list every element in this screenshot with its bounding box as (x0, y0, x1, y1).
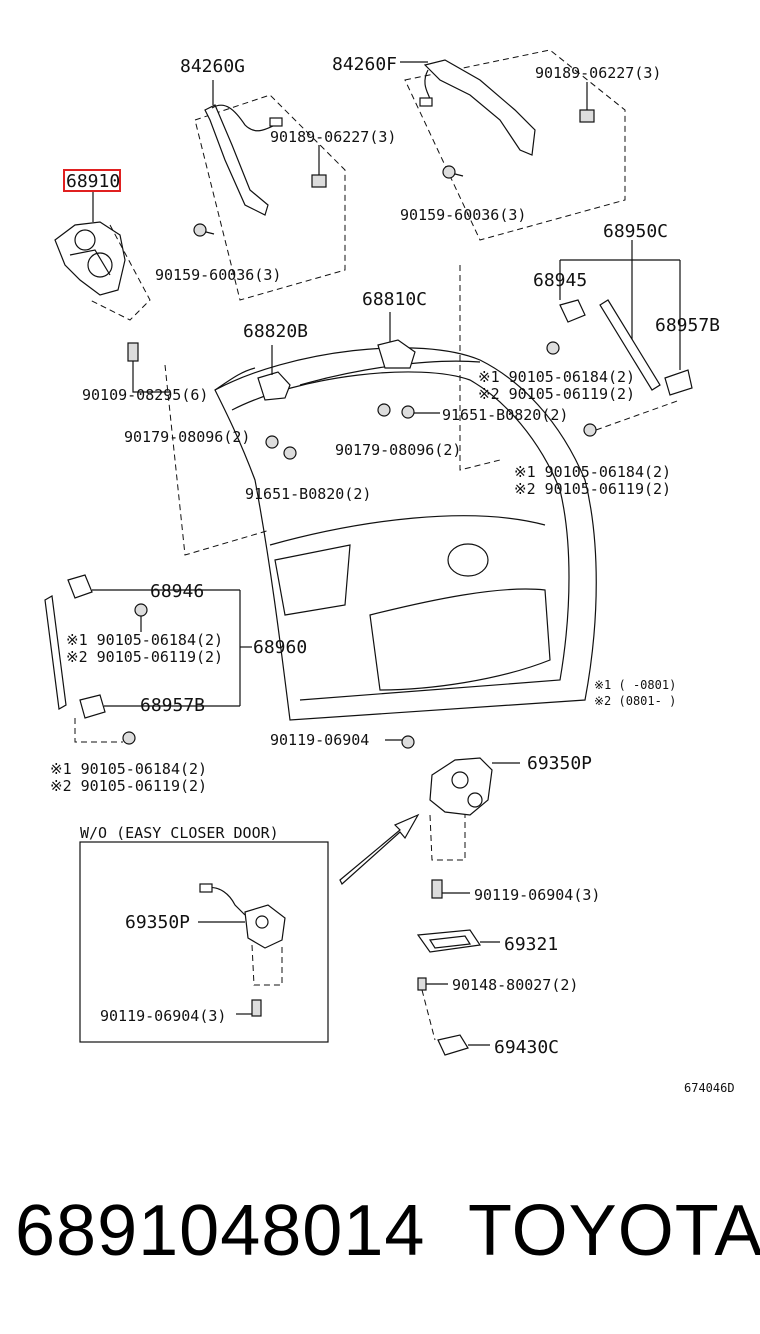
label-90105-b1: ※1 90105-06184(2) (514, 463, 671, 481)
part-68950C-stay (546, 240, 693, 437)
parts-diagram: 84260G 84260F 90189-06227(3) 90189-06227… (44, 49, 735, 1095)
part-69430C-striker (437, 1034, 490, 1056)
label-90109: 90109-08295(6) (82, 386, 208, 404)
label-68957B-right: 68957B (655, 315, 720, 336)
part-84260G (204, 80, 283, 216)
part-68910-lock-assembly (54, 192, 151, 321)
bolt-90109 (127, 342, 170, 393)
label-91651-right: 91651-B0820(2) (442, 406, 568, 424)
label-90179-right: 90179-08096(2) (335, 441, 461, 459)
label-68910: 68910 (66, 171, 120, 192)
label-note-2: ※2 (0801- ) (594, 694, 676, 708)
label-90119-bottom: 90119-06904(3) (474, 886, 600, 904)
label-84260G: 84260G (180, 56, 245, 77)
screw-90148 (417, 977, 427, 991)
part-68910-highlight-box (63, 169, 121, 192)
label-90159-right: 90159-60036(3) (400, 206, 526, 224)
label-90148: 90148-80027(2) (452, 976, 578, 994)
label-68950C: 68950C (603, 221, 668, 242)
label-90159-left: 90159-60036(3) (155, 266, 281, 284)
label-90119-inset: 90119-06904(3) (100, 1007, 226, 1025)
part-69350P-lock (385, 735, 520, 861)
label-91651-left: 91651-B0820(2) (245, 485, 371, 503)
inset-69350P-lock (198, 883, 286, 1017)
label-diagram-code: 674046D (684, 1081, 735, 1095)
part-69321-cover (416, 929, 500, 953)
label-90105-c2: ※2 90105-06119(2) (66, 648, 223, 666)
dashed-frame-top-left (194, 94, 346, 301)
part-84260F (400, 59, 536, 156)
label-wo-easy-closer: W/O (EASY CLOSER DOOR) (80, 824, 279, 842)
nut-90179-left (265, 435, 279, 449)
label-68960: 68960 (253, 637, 307, 658)
label-90105-b2: ※2 90105-06119(2) (514, 480, 671, 498)
bolt-91651-left (283, 446, 297, 460)
clip-90189-right (579, 109, 595, 123)
label-68810C: 68810C (362, 289, 427, 310)
label-90105-a2: ※2 90105-06119(2) (478, 385, 635, 403)
label-69430C: 69430C (494, 1037, 559, 1058)
screw-90159-right (442, 165, 456, 179)
label-68957B-left: 68957B (140, 695, 205, 716)
label-note-1: ※1 ( -0801) (594, 678, 676, 692)
dashed-frame-right (459, 265, 501, 471)
label-68820B: 68820B (243, 321, 308, 342)
label-90119-top: 90119-06904 (270, 731, 369, 749)
footer-part-number: 6891048014 (15, 1191, 426, 1271)
label-69350P-main: 69350P (527, 753, 592, 774)
inset-box (79, 841, 329, 1043)
part-68960-stay (44, 574, 252, 745)
part-68810C-hinge (377, 312, 416, 369)
dashed-frame-left (164, 364, 271, 556)
back-door-outline (214, 347, 597, 721)
inset-arrow (339, 813, 420, 885)
part-68820B-hinge (257, 345, 291, 401)
label-90105-d1: ※1 90105-06184(2) (50, 760, 207, 778)
label-69321: 69321 (504, 934, 558, 955)
label-84260F: 84260F (332, 54, 397, 75)
label-90189-left: 90189-06227(3) (270, 128, 396, 146)
label-90105-a1: ※1 90105-06184(2) (478, 368, 635, 386)
screw-90159-left (193, 223, 207, 237)
bolt-90119-main (431, 879, 443, 899)
label-90105-c1: ※1 90105-06184(2) (66, 631, 223, 649)
footer: 6891048014 TOYOTA (0, 1180, 760, 1300)
label-90179-left: 90179-08096(2) (124, 428, 250, 446)
dashed-frame-top-right (404, 49, 626, 241)
label-90105-d2: ※2 90105-06119(2) (50, 777, 207, 795)
footer-brand: TOYOTA (468, 1191, 760, 1271)
bolt-91651-right (401, 405, 415, 419)
label-68946: 68946 (150, 581, 204, 602)
nut-90179-right (377, 403, 391, 417)
label-68945: 68945 (533, 270, 587, 291)
clip-90189-left (311, 174, 327, 188)
label-69350P-inset: 69350P (125, 912, 190, 933)
label-90189-right: 90189-06227(3) (535, 64, 661, 82)
